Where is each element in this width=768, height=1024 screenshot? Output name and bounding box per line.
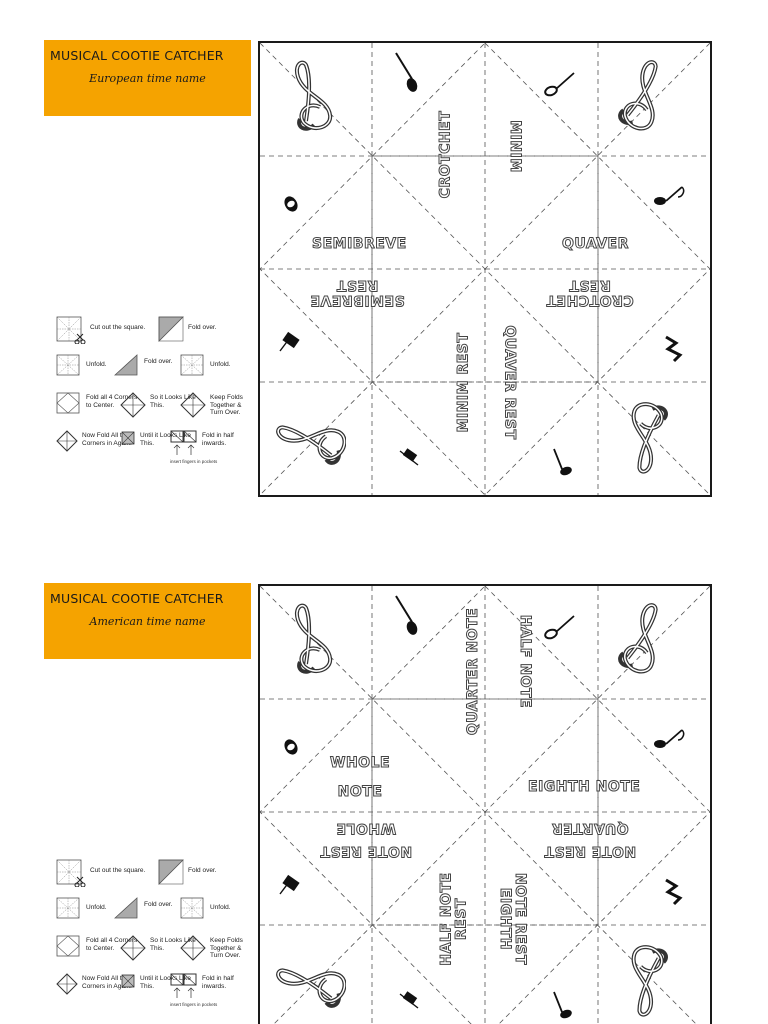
label-bottom-left: MINIM REST xyxy=(455,332,472,433)
step-fold-over-2: Fold over. xyxy=(114,354,173,378)
cootie-catcher-square: QUARTER NOTE HALF NOTE WHOLE NOTE EIGHTH… xyxy=(258,584,712,1024)
title-box: MUSICAL COOTIE CATCHER American time nam… xyxy=(44,583,251,659)
label-bottom-right: QUAVER REST xyxy=(501,325,518,440)
label-right-upper: EIGHTH NOTE xyxy=(527,779,641,795)
whole-note-icon xyxy=(284,739,298,755)
label-left-upper: WHOLE NOTE xyxy=(329,755,391,800)
eighth-rest-icon xyxy=(665,335,683,363)
fold-diagram-icon xyxy=(121,431,135,445)
sheet-subtitle: American time name xyxy=(89,615,206,628)
insert-fingers-note: insert fingers in pockets xyxy=(170,1002,218,1007)
fold-instructions: Cut out the square. Fold over. Unfold. F… xyxy=(56,316,256,468)
treble-clef-icon xyxy=(295,603,333,674)
fold-diagram-icon xyxy=(120,392,146,418)
treble-clef-icon xyxy=(618,603,658,674)
step-fold-corners: Fold all 4 Corners to Center. xyxy=(56,392,142,416)
treble-clef-icon xyxy=(631,402,668,474)
step-fold-half: Fold in half inwards. xyxy=(170,973,256,999)
fold-instructions: Cut out the square. Fold over. Unfold. F… xyxy=(56,859,256,1011)
half-rest-icon xyxy=(399,991,419,1009)
step-looks-like: So it Looks Like This. xyxy=(120,935,206,961)
step-fold-over: Fold over. xyxy=(158,859,217,885)
whole-rest-icon xyxy=(279,874,300,895)
step-fold-over: Fold over. xyxy=(158,316,217,342)
fold-diagram-icon xyxy=(56,392,80,414)
quarter-rest-icon xyxy=(553,448,572,476)
half-note-icon xyxy=(544,72,575,97)
fold-diagram-icon xyxy=(56,354,80,376)
step-cut: Cut out the square. xyxy=(56,859,145,887)
step-unfold-1: Unfold. xyxy=(56,354,107,378)
fold-diagram-icon xyxy=(56,897,80,919)
step-turn-over: Keep Folds Together & Turn Over. xyxy=(180,935,256,961)
fold-diagram-icon xyxy=(56,935,80,957)
treble-clef-icon xyxy=(276,425,346,465)
label-top-left: CROTCHET xyxy=(437,110,454,199)
sheet-subtitle: European time name xyxy=(89,72,206,85)
insert-fingers-note: insert fingers in pockets xyxy=(170,459,218,464)
fold-diagram-icon xyxy=(158,316,184,342)
quarter-note-icon xyxy=(395,595,418,635)
fold-diagram-icon xyxy=(170,973,197,998)
fold-diagram-icon xyxy=(56,973,78,995)
scissors-icon xyxy=(56,316,86,344)
cootie-sheet-american: MUSICAL COOTIE CATCHER American time nam… xyxy=(0,543,768,1024)
fold-diagram-icon xyxy=(120,935,146,961)
step-fold-over-2: Fold over. xyxy=(114,897,173,921)
label-bottom-left: HALF NOTE REST xyxy=(438,872,470,966)
fold-diagram-icon xyxy=(180,935,206,961)
sheet-title: MUSICAL COOTIE CATCHER xyxy=(50,591,224,606)
eighth-rest-icon xyxy=(665,878,683,906)
whole-rest-icon xyxy=(279,331,300,352)
step-unfold-2: Unfold. xyxy=(180,897,231,921)
step-turn-over: Keep Folds Together & Turn Over. xyxy=(180,392,256,418)
step-fold-again: Now Fold All the Corners in Again. xyxy=(56,430,138,452)
eighth-note-icon xyxy=(654,186,685,205)
cootie-sheet-european: MUSICAL COOTIE CATCHER European time nam… xyxy=(44,40,712,497)
quarter-rest-icon xyxy=(553,991,572,1019)
fold-diagram-icon xyxy=(170,430,197,455)
step-fold-again: Now Fold All the Corners in Again. xyxy=(56,973,138,995)
fold-diagram-icon xyxy=(56,430,78,452)
cootie-catcher-square: CROTCHET MINIM SEMIBREVE QUAVER SEMIBREV… xyxy=(258,41,712,497)
treble-clef-icon xyxy=(295,60,333,131)
label-right-lower: NOTE REST QUARTER xyxy=(544,820,637,860)
whole-note-icon xyxy=(284,196,298,212)
step-cut: Cut out the square. xyxy=(56,316,145,344)
step-looks-like: So it Looks Like This. xyxy=(120,392,206,418)
step-until-looks: Until it Looks Like This. xyxy=(120,973,196,990)
step-unfold-2: Unfold. xyxy=(180,354,231,378)
label-top-left: QUARTER NOTE xyxy=(465,607,482,736)
quarter-note-icon xyxy=(395,52,418,92)
fold-diagram-icon xyxy=(180,354,204,376)
eighth-note-icon xyxy=(654,729,685,748)
scissors-icon xyxy=(56,859,86,887)
label-left-lower: SEMIBREVE REST xyxy=(310,277,406,309)
fold-diagram-icon xyxy=(180,392,206,418)
sheet-title: MUSICAL COOTIE CATCHER xyxy=(50,48,224,63)
label-top-right: MINIM xyxy=(506,120,523,174)
treble-clef-icon xyxy=(276,968,346,1008)
step-fold-corners: Fold all 4 Corners to Center. xyxy=(56,935,142,959)
step-until-looks: Until it Looks Like This. xyxy=(120,430,196,447)
step-unfold-1: Unfold. xyxy=(56,897,107,921)
label-top-right: HALF NOTE xyxy=(517,614,534,709)
label-left-upper: SEMIBREVE xyxy=(312,236,407,252)
half-note-icon xyxy=(544,615,575,640)
label-bottom-right: NOTE REST EIGHTH xyxy=(497,872,529,966)
label-right-lower: CROTCHET REST xyxy=(546,277,635,309)
treble-clef-icon xyxy=(618,60,658,131)
step-fold-half: Fold in half inwards. xyxy=(170,430,256,456)
half-rest-icon xyxy=(399,448,419,466)
label-left-lower: NOTE REST WHOLE xyxy=(320,820,413,860)
fold-diagram-icon xyxy=(121,974,135,988)
fold-diagram-icon xyxy=(158,859,184,885)
fold-diagram-icon xyxy=(114,897,138,919)
fold-diagram-icon xyxy=(114,354,138,376)
label-right-upper: QUAVER xyxy=(562,236,629,252)
title-box: MUSICAL COOTIE CATCHER European time nam… xyxy=(44,40,251,116)
fold-diagram-icon xyxy=(180,897,204,919)
treble-clef-icon xyxy=(631,945,668,1017)
